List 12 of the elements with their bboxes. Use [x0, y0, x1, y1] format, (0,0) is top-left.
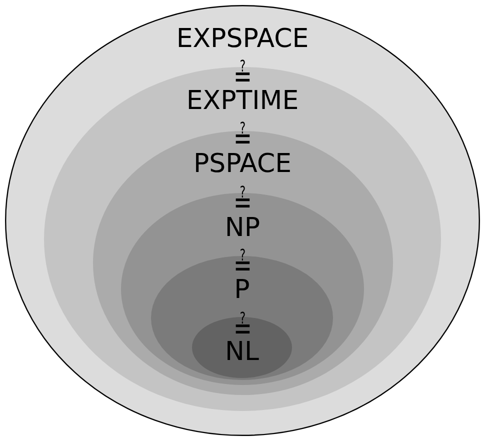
- questioned-equal-sign: ≟: [234, 248, 252, 272]
- class-name-label: EXPTIME: [186, 86, 299, 116]
- questioned-equal-sign: ≟: [234, 120, 252, 144]
- class-name-label: NP: [224, 213, 260, 243]
- class-name-label: PSPACE: [193, 149, 292, 179]
- class-ellipse: [5, 5, 480, 436]
- class-name-label: P: [234, 275, 250, 305]
- class-name-label: EXPSPACE: [176, 24, 309, 54]
- questioned-equal-sign: ≟: [234, 58, 252, 82]
- questioned-equal-sign: ≟: [234, 310, 252, 334]
- class-name-label: NL: [225, 337, 259, 367]
- questioned-equal-sign: ≟: [234, 184, 252, 208]
